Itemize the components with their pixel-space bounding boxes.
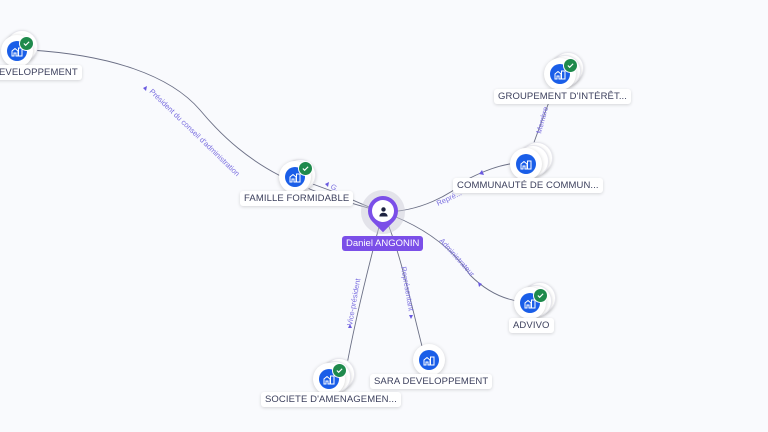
arrow-communaute bbox=[479, 170, 484, 175]
edge-label-groupement: Membre bbox=[534, 106, 550, 135]
company-label[interactable]: SOCIETE D'AMENAGEMEN... bbox=[261, 392, 401, 407]
company-building-icon bbox=[516, 154, 536, 174]
company-building-icon bbox=[419, 350, 439, 370]
company-label[interactable]: DEVELOPPEMENT bbox=[0, 65, 82, 80]
person-icon bbox=[372, 200, 394, 222]
person-label[interactable]: Daniel ANGONIN bbox=[342, 236, 424, 251]
verified-check-icon bbox=[298, 161, 313, 176]
arrow-advivo bbox=[478, 282, 482, 287]
edge-label-sara: Représentant bbox=[399, 266, 416, 313]
edge-label-advivo: Administrateur bbox=[438, 236, 477, 278]
company-label[interactable]: FAMILLE FORMIDABLE bbox=[240, 191, 354, 206]
arrow-sara bbox=[409, 315, 413, 319]
verified-check-icon bbox=[533, 288, 548, 303]
edge-societe bbox=[344, 211, 384, 376]
verified-check-icon bbox=[332, 363, 347, 378]
company-label[interactable]: ADVIVO bbox=[509, 318, 554, 333]
company-label[interactable]: COMMUNAUTÉ DE COMMUN... bbox=[453, 178, 603, 193]
company-label[interactable]: GROUPEMENT D'INTÉRÊT... bbox=[494, 89, 632, 104]
arrow-societe bbox=[348, 324, 352, 328]
edge-advivo bbox=[382, 211, 531, 303]
verified-check-icon bbox=[563, 58, 578, 73]
edge-label-societe: Vice-président bbox=[345, 277, 362, 327]
arrow-famille bbox=[325, 182, 329, 187]
arrow-dev bbox=[143, 86, 147, 91]
company-label[interactable]: SARA DEVELOPPEMENT bbox=[370, 374, 493, 389]
edge-label-dev: Président du conseil d'administration bbox=[148, 87, 242, 178]
verified-check-icon bbox=[19, 36, 34, 51]
